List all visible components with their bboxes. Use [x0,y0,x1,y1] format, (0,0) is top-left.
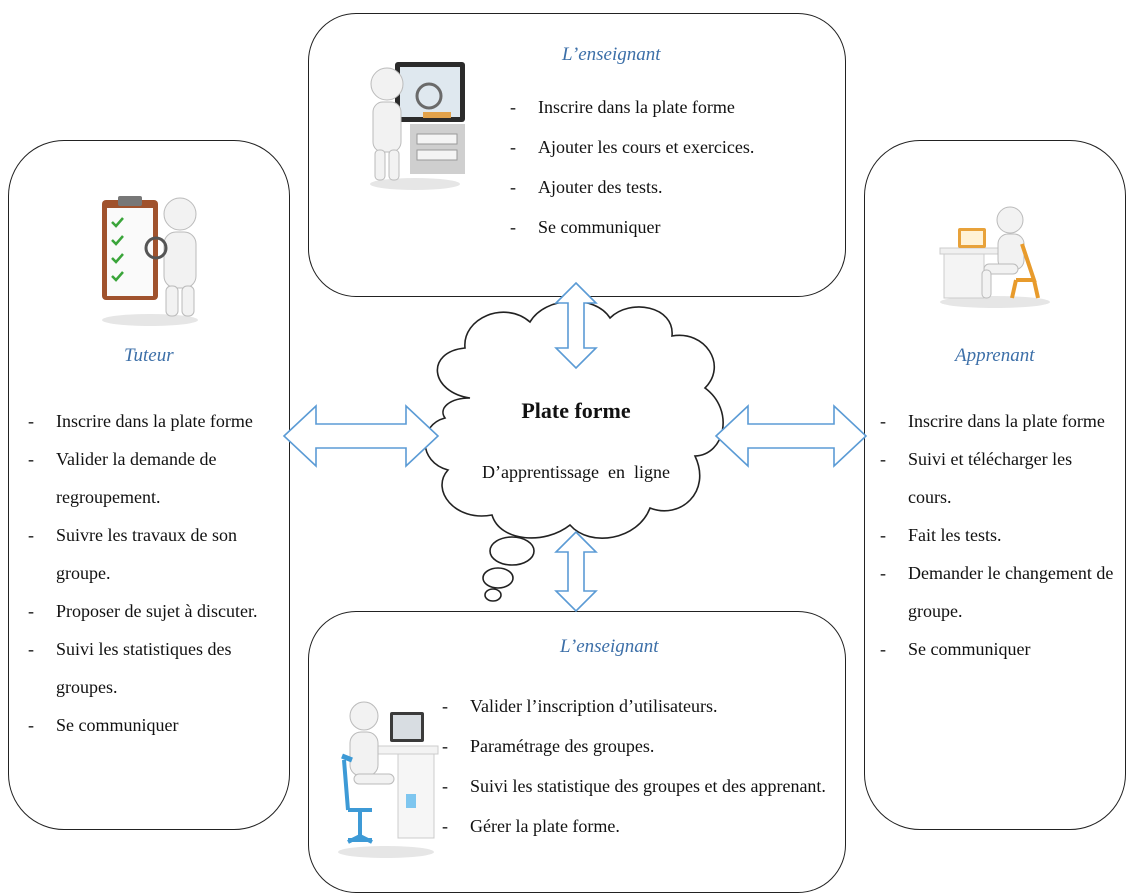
right-role-panel [864,140,1126,830]
list-item: Paramétrage des groupes. [440,726,826,766]
bottom-panel-list: Valider l’inscription d’utilisateurs. Pa… [440,686,826,846]
right-panel-list: Inscrire dans la plate forme Suivi et té… [878,402,1113,668]
list-item: Se communiquer [26,706,257,744]
list-item: Inscrire dans la plate forme [878,402,1113,440]
list-item: Inscrire dans la plate forme [26,402,257,440]
list-item: Suivre les travaux de son [26,516,257,554]
right-panel-title: Apprenant [955,345,1035,366]
list-item: regroupement. [56,487,161,507]
list-item: groupe. [908,601,963,621]
person-at-workstation-icon [328,690,443,865]
left-panel-title: Tuteur [124,345,174,366]
bottom-panel-title: L’enseignant [560,636,659,657]
top-double-arrow [554,281,598,370]
platform-subtitle: D’apprentissage en ligne [482,462,670,482]
list-item: groupes. [56,677,118,697]
person-with-checklist-icon [90,192,210,332]
list-item: Gérer la plate forme. [440,806,826,846]
list-item: groupe. [56,563,111,583]
list-item: Se communiquer [508,207,754,247]
list-item: cours. [908,487,952,507]
platform-cloud-shape [424,300,724,602]
top-panel-title: L’enseignant [562,44,661,65]
platform-title: Plate forme [521,398,631,423]
person-with-laptop-icon [355,52,475,197]
list-item: Fait les tests. [878,516,1113,554]
list-item: Suivi les statistique des groupes et des… [440,766,826,806]
bottom-double-arrow [554,530,598,613]
list-item: Ajouter des tests. [508,167,754,207]
list-item: Demander le changement de [878,554,1113,592]
list-item: Valider l’inscription d’utilisateurs. [440,686,826,726]
left-panel-list: Inscrire dans la plate forme Valider la … [26,402,257,744]
list-item: Inscrire dans la plate forme [508,87,754,127]
list-item: Valider la demande de [26,440,257,478]
top-panel-list: Inscrire dans la plate forme Ajouter les… [508,87,754,247]
list-item: Se communiquer [878,630,1113,668]
list-item: Proposer de sujet à discuter. [26,592,257,630]
person-at-desk-icon [930,200,1060,315]
right-double-arrow [714,404,868,468]
list-item: Suivi et télécharger les [878,440,1113,478]
list-item: Suivi les statistiques des [26,630,257,668]
left-double-arrow [282,404,440,468]
list-item: Ajouter les cours et exercices. [508,127,754,167]
